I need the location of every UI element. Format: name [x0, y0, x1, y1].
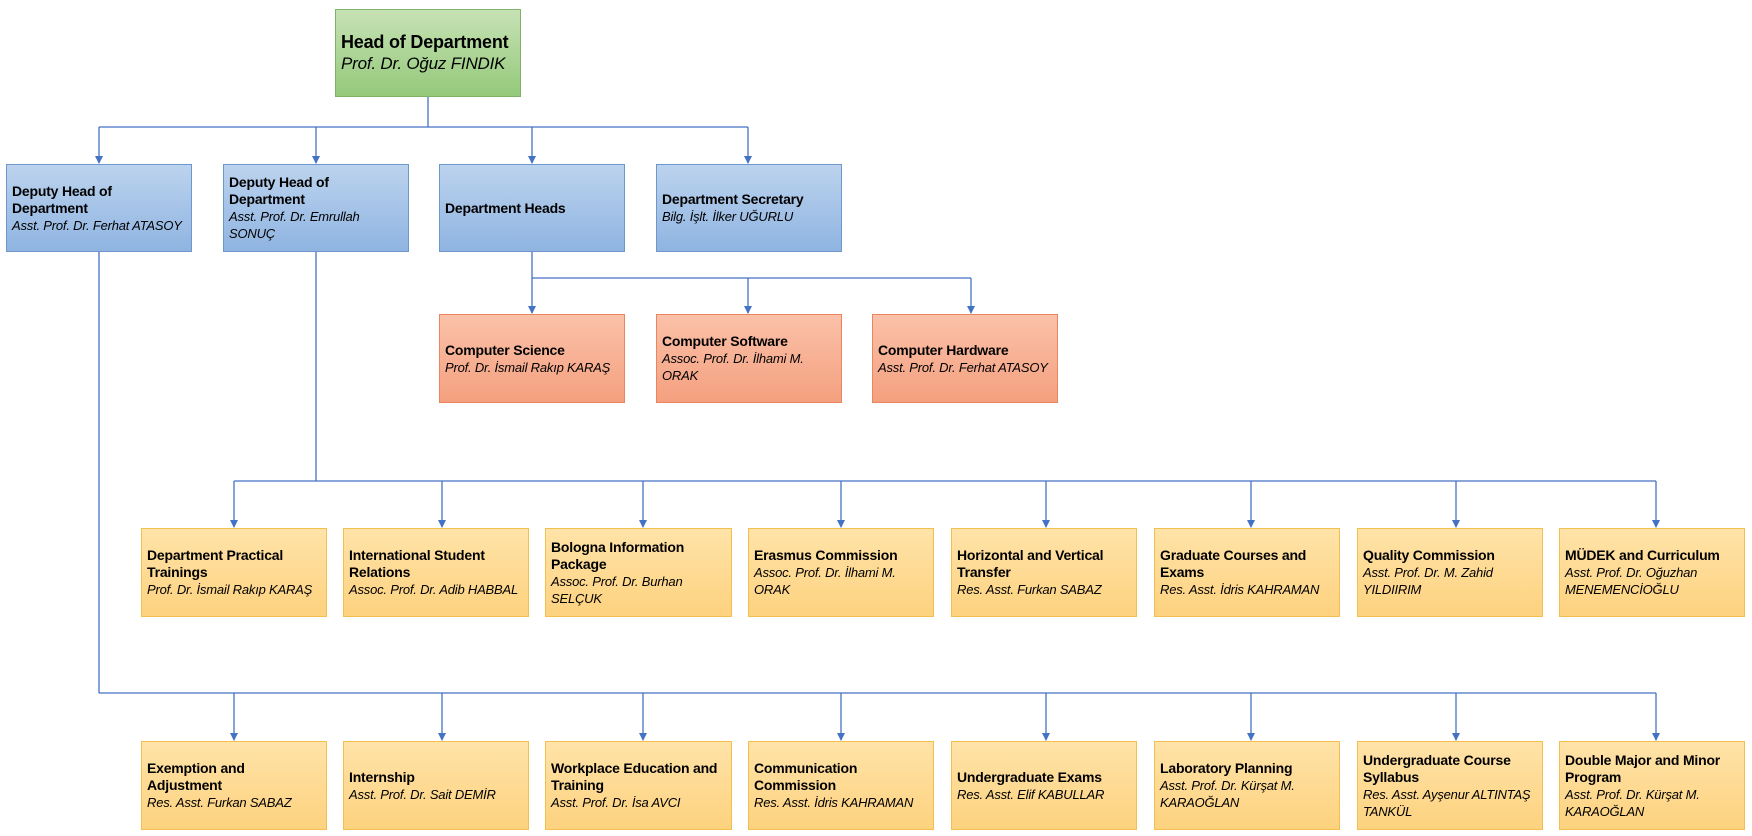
commission-box: Horizontal and Vertical Transfer Res. As…: [951, 528, 1137, 617]
commission-box: Exemption and Adjustment Res. Asst. Furk…: [141, 741, 327, 830]
node-title: Deputy Head of Department: [229, 174, 329, 207]
node-title: Department Heads: [445, 199, 566, 216]
node-title: Communication Commission: [754, 760, 858, 793]
commission-box: Communication Commission Res. Asst. İdri…: [748, 741, 934, 830]
head-of-department-box: Head of Department Prof. Dr. Oğuz FINDIK: [335, 9, 521, 97]
computer-hardware-box: Computer Hardware Asst. Prof. Dr. Ferhat…: [872, 314, 1058, 403]
node-title: Graduate Courses and Exams: [1160, 547, 1307, 580]
node-title: Exemption and Adjustment: [147, 760, 245, 793]
department-secretary-box: Department Secretary Bilg. İşlt. İlker U…: [656, 164, 842, 252]
node-title: Deputy Head of Department: [12, 182, 112, 216]
commission-box: Erasmus Commission Assoc. Prof. Dr. İlha…: [748, 528, 934, 617]
node-person: Asst. Prof. Dr. Oğuzhan MENEMENCİOĞLU: [1565, 565, 1698, 597]
node-title: Head of Department: [341, 32, 509, 52]
node-title: Horizontal and Vertical Transfer: [957, 547, 1104, 580]
node-title: Computer Hardware: [878, 341, 1009, 358]
node-person: Res. Asst. Elif KABULLAR: [957, 786, 1105, 802]
commission-box: Double Major and Minor Program Asst. Pro…: [1559, 741, 1745, 830]
node-person: Res. Asst. İdris KAHRAMAN: [1160, 582, 1320, 597]
node-title: Computer Software: [662, 333, 788, 349]
node-title: Laboratory Planning: [1160, 760, 1293, 776]
node-person: Asst. Prof. Dr. Emrullah SONUÇ: [229, 209, 360, 241]
node-person: Asst. Prof. Dr. Kürşat M. KARAOĞLAN: [1565, 786, 1700, 819]
commission-box: Department Practical Trainings Prof. Dr.…: [141, 528, 327, 617]
node-person: Assoc. Prof. Dr. Burhan SELÇUK: [551, 573, 683, 606]
node-title: Quality Commission: [1363, 547, 1495, 563]
node-person: Asst. Prof. Dr. Sait DEMİR: [349, 786, 496, 802]
commission-box: Undergraduate Exams Res. Asst. Elif KABU…: [951, 741, 1137, 830]
node-person: Assoc. Prof. Dr. İlhami M. ORAK: [662, 351, 804, 383]
node-person: Res. Asst. Furkan SABAZ: [147, 795, 292, 810]
node-person: Prof. Dr. İsmail Rakıp KARAŞ: [147, 582, 313, 597]
node-title: International Student Relations: [349, 547, 485, 580]
node-person: Asst. Prof. Dr. İsa AVCI: [551, 795, 681, 810]
node-person: Asst. Prof. Dr. Ferhat ATASOY: [878, 359, 1048, 375]
node-title: Erasmus Commission: [754, 547, 898, 563]
deputy-head-1-box: Deputy Head of Department Asst. Prof. Dr…: [6, 164, 192, 252]
node-title: Department Secretary: [662, 191, 804, 207]
computer-software-box: Computer Software Assoc. Prof. Dr. İlham…: [656, 314, 842, 403]
commission-box: MÜDEK and Curriculum Asst. Prof. Dr. Oğu…: [1559, 528, 1745, 617]
node-person: Asst. Prof. Dr. M. Zahid YILDIIRIM: [1363, 565, 1493, 597]
commission-box: Undergraduate Course Syllabus Res. Asst.…: [1357, 741, 1543, 830]
node-person: Res. Asst. İdris KAHRAMAN: [754, 795, 914, 810]
node-person: Prof. Dr. Oğuz FINDIK: [341, 54, 506, 73]
node-person: Asst. Prof. Dr. Kürşat M. KARAOĞLAN: [1160, 778, 1295, 810]
node-person: Bilg. İşlt. İlker UĞURLU: [662, 209, 794, 224]
node-person: Assoc. Prof. Dr. İlhami M. ORAK: [754, 565, 896, 597]
commission-box: International Student Relations Assoc. P…: [343, 528, 529, 617]
department-heads-box: Department Heads: [439, 164, 625, 252]
node-person: Assoc. Prof. Dr. Adib HABBAL: [349, 582, 518, 597]
node-title: Undergraduate Exams: [957, 768, 1102, 785]
node-title: Double Major and Minor Program: [1565, 751, 1721, 785]
node-person: Asst. Prof. Dr. Ferhat ATASOY: [12, 217, 182, 233]
node-title: Computer Science: [445, 341, 565, 358]
commission-box: Laboratory Planning Asst. Prof. Dr. Kürş…: [1154, 741, 1340, 830]
node-person: Res. Asst. Furkan SABAZ: [957, 582, 1102, 597]
node-title: Department Practical Trainings: [147, 547, 284, 580]
node-title: Internship: [349, 768, 415, 785]
deputy-head-2-box: Deputy Head of Department Asst. Prof. Dr…: [223, 164, 409, 252]
node-title: MÜDEK and Curriculum: [1565, 547, 1720, 563]
node-person: Prof. Dr. İsmail Rakıp KARAŞ: [445, 359, 611, 375]
node-person: Res. Asst. Ayşenur ALTINTAŞ TANKÜL: [1363, 786, 1531, 819]
commission-box: Bologna Information Package Assoc. Prof.…: [545, 528, 732, 617]
commission-box: Internship Asst. Prof. Dr. Sait DEMİR: [343, 741, 529, 830]
node-title: Bologna Information Package: [551, 538, 685, 572]
commission-box: Graduate Courses and Exams Res. Asst. İd…: [1154, 528, 1340, 617]
node-title: Workplace Education and Training: [551, 760, 718, 793]
computer-science-box: Computer Science Prof. Dr. İsmail Rakıp …: [439, 314, 625, 403]
commission-box: Workplace Education and Training Asst. P…: [545, 741, 732, 830]
commission-box: Quality Commission Asst. Prof. Dr. M. Za…: [1357, 528, 1543, 617]
node-title: Undergraduate Course Syllabus: [1363, 751, 1511, 785]
